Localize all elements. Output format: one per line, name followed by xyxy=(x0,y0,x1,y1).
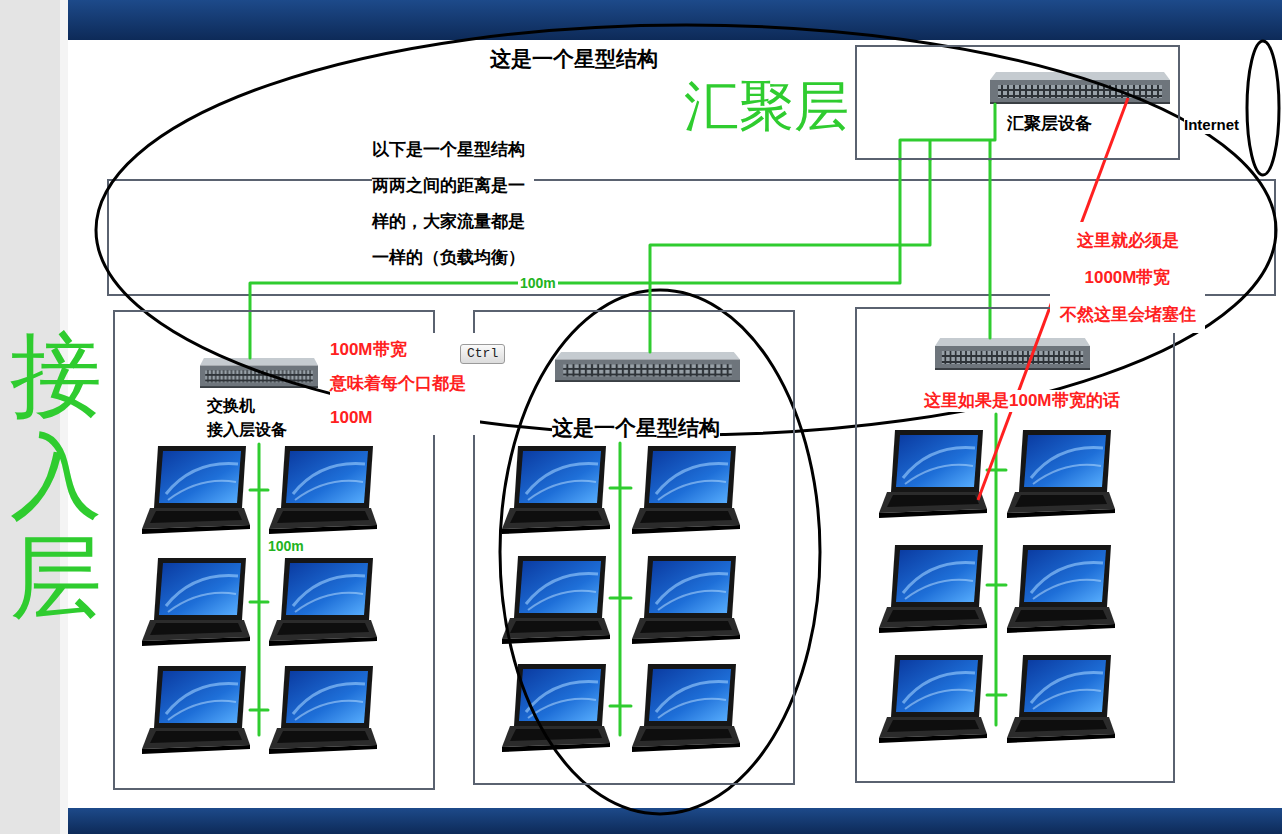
laptop-icon xyxy=(142,666,250,754)
laptop-wire xyxy=(987,414,1006,725)
laptop-wire xyxy=(250,444,268,735)
laptop-icon xyxy=(632,556,740,644)
network-box: 汇聚层设备 xyxy=(855,45,1180,160)
slide-title: 这是一个星型结构 xyxy=(490,46,658,72)
link-line xyxy=(650,160,930,310)
switch-icon xyxy=(935,338,1090,370)
laptop-icon xyxy=(269,558,377,646)
box-label: 这里如果是100M带宽的话 xyxy=(924,390,1120,412)
link-line xyxy=(989,160,992,307)
uplink-wire xyxy=(900,104,995,160)
laptop-icon xyxy=(142,558,250,646)
laptop-icon xyxy=(269,446,377,534)
annotation-text: 汇聚层 xyxy=(684,76,849,137)
laptop-icon xyxy=(879,655,987,743)
hand-drawn-wires xyxy=(250,104,1006,735)
network-box: 这是一个星型结构 xyxy=(473,310,795,785)
laptop-icon xyxy=(502,556,610,644)
top-bar xyxy=(68,0,1282,40)
link-line xyxy=(250,160,900,310)
uplink-wire xyxy=(989,309,992,338)
laptop-icon xyxy=(1007,545,1115,633)
annotation-text: Internet xyxy=(1184,115,1239,134)
annotation-text: 以下是一个星型结构 两两之间的距离是一 样的，大家流量都是 一样的（负载均衡） xyxy=(372,132,534,276)
annotation-text: 100m xyxy=(266,538,306,555)
laptop-wire xyxy=(610,443,631,735)
laptop-icon xyxy=(632,664,740,752)
laptop-icon xyxy=(142,446,250,534)
annotation-text: 100M带宽 意味着每个口都是 100M xyxy=(330,333,480,435)
laptop-icon xyxy=(502,446,610,534)
annotation-text: 这里就必须是 1000M带宽 不然这里会堵塞住 xyxy=(1050,222,1205,333)
network-box: 这里如果是100M带宽的话 xyxy=(855,307,1175,783)
hand-drawn-ellipse xyxy=(500,290,820,814)
laptop-icon xyxy=(269,666,377,754)
hand-drawn-ellipse xyxy=(1247,41,1279,175)
laptop-icon xyxy=(879,430,987,518)
laptop-icon xyxy=(632,446,740,534)
laptop-icon xyxy=(1007,655,1115,743)
box-label: 这是一个星型结构 xyxy=(552,415,720,441)
uplink-wire xyxy=(249,312,252,358)
annotation-text: 接入层 xyxy=(10,325,102,629)
box-label: 交换机 接入层设备 xyxy=(207,394,307,442)
laptop-icon xyxy=(1007,430,1115,518)
annotation-text: 100m xyxy=(518,275,558,292)
box-label: 汇聚层设备 xyxy=(1007,113,1092,135)
uplink-wire xyxy=(649,312,652,352)
switch-icon xyxy=(555,352,740,382)
annotation-text: Ctrl xyxy=(460,344,505,364)
hand-drawn-ellipse xyxy=(96,25,1276,435)
laptop-icon xyxy=(879,545,987,633)
